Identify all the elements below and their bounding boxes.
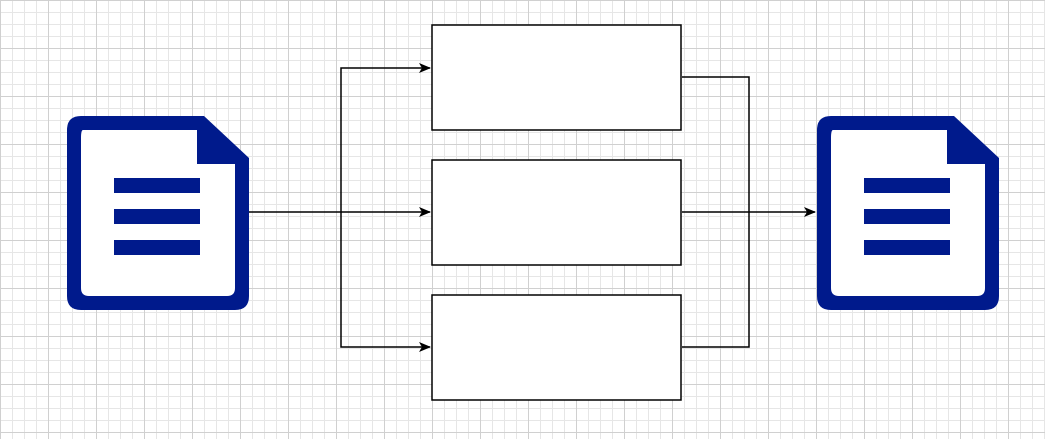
input-connectors bbox=[249, 63, 431, 352]
output-document-icon[interactable] bbox=[817, 116, 999, 310]
process-box-3[interactable] bbox=[431, 294, 682, 401]
input-document-icon[interactable] bbox=[67, 116, 249, 310]
edge-input-to-box-1[interactable] bbox=[340, 63, 431, 212]
output-connectors bbox=[682, 76, 816, 348]
edge-box-1-to-output[interactable] bbox=[682, 76, 750, 212]
process-box-2[interactable] bbox=[431, 159, 682, 266]
edge-box-3-to-output[interactable] bbox=[682, 212, 750, 348]
edge-input-to-box-3[interactable] bbox=[340, 212, 431, 352]
process-box-1[interactable] bbox=[431, 24, 682, 131]
